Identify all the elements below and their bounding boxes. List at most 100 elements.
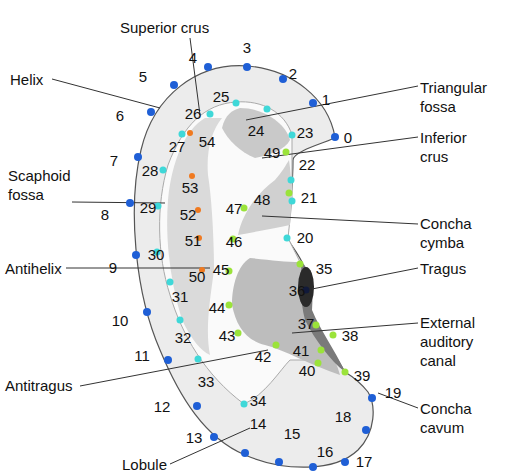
callout-number: 35 (316, 259, 333, 278)
scaphoid-points (187, 130, 205, 273)
callout-number: 3 (243, 38, 251, 57)
landmark-dot (132, 251, 140, 259)
part-name: External auditory canal (420, 313, 500, 370)
landmark-dot (243, 63, 251, 71)
landmark-dot (177, 317, 184, 324)
concha-cavum-shape (232, 258, 340, 375)
callout-number: 40 (299, 361, 316, 380)
leader-line (170, 428, 250, 464)
antihelix-body (160, 102, 320, 404)
landmark-dot (204, 63, 212, 71)
leader-lines (52, 38, 418, 464)
concha-points (226, 149, 349, 376)
callout-number: 49 (264, 143, 281, 162)
landmark-dot (309, 99, 317, 107)
landmark-dot (309, 463, 317, 471)
callout-number: 26 (185, 104, 202, 123)
landmark-dot (330, 332, 337, 339)
landmark-dot (286, 190, 293, 197)
callout-number: 21 (301, 188, 318, 207)
callout-number: 2 (289, 64, 297, 83)
callout-number: 20 (297, 228, 314, 247)
callout-number: 10 (112, 311, 129, 330)
callout-number: 1 (322, 90, 330, 109)
leader-line (262, 216, 418, 224)
landmark-dot (233, 100, 240, 107)
landmark-dot (275, 458, 283, 466)
part-name: Superior crus (120, 18, 209, 37)
callout-number: 45 (213, 260, 230, 279)
landmark-dot (187, 130, 193, 136)
part-name: Antitragus (5, 376, 73, 395)
landmark-dot (289, 132, 296, 139)
landmark-dot (241, 401, 248, 408)
landmark-dot (288, 177, 295, 184)
callout-number: 6 (116, 106, 124, 125)
helix-points (126, 63, 376, 471)
callout-number: 38 (342, 326, 359, 345)
callout-number: 43 (219, 326, 236, 345)
callout-number: 23 (297, 123, 314, 142)
callout-number: 5 (139, 67, 147, 86)
callout-number: 13 (186, 428, 203, 447)
callout-number: 50 (189, 267, 206, 286)
landmark-dot (167, 279, 174, 286)
landmark-dot (193, 402, 201, 410)
callout-number: 41 (293, 341, 310, 360)
callout-number: 48 (254, 190, 271, 209)
part-name: Triangular fossa (420, 78, 500, 116)
callout-number: 53 (182, 178, 199, 197)
landmark-dot (362, 426, 370, 434)
callout-number: 39 (354, 366, 371, 385)
part-name: Antihelix (5, 259, 62, 278)
landmark-dot (341, 458, 349, 466)
landmark-dot (134, 153, 142, 161)
callout-number: 22 (299, 155, 316, 174)
landmark-dot (289, 198, 296, 205)
callout-number: 4 (189, 48, 197, 67)
landmark-dot (297, 261, 304, 268)
landmark-dot (283, 149, 290, 156)
antihelix-points (154, 100, 296, 408)
callout-number: 8 (101, 205, 109, 224)
leader-line (262, 137, 418, 158)
landmark-dot (368, 394, 376, 402)
landmark-dot (226, 302, 233, 309)
part-name: Tragus (420, 259, 466, 278)
callout-number: 19 (385, 383, 402, 402)
callout-number: 15 (284, 424, 301, 443)
scaphoid-fossa-shape (167, 118, 222, 355)
callout-number: 37 (298, 314, 315, 333)
leader-line (246, 86, 418, 120)
callout-number: 12 (154, 397, 171, 416)
callout-number: 47 (226, 199, 243, 218)
callout-number: 14 (250, 414, 267, 433)
callout-number: 31 (172, 287, 189, 306)
landmark-dot (195, 356, 202, 363)
part-name: Lobule (122, 455, 167, 473)
part-name: Concha cymba (420, 214, 500, 252)
callout-number: 46 (226, 232, 243, 251)
callout-number: 25 (213, 87, 230, 106)
landmark-dot (342, 369, 349, 376)
callout-number: 17 (356, 452, 373, 471)
callout-number: 34 (250, 391, 267, 410)
landmark-dot (318, 347, 325, 354)
landmark-dot (315, 360, 322, 367)
concha-cymba-shape (238, 160, 291, 235)
callout-number: 54 (199, 132, 216, 151)
callout-number: 29 (140, 198, 157, 217)
callout-number: 7 (110, 151, 118, 170)
landmark-dot (331, 133, 339, 141)
landmark-dot (189, 173, 195, 179)
landmark-dot (273, 342, 280, 349)
callout-number: 18 (335, 407, 352, 426)
callout-number: 51 (185, 231, 202, 250)
landmark-dot (235, 330, 242, 337)
landmark-dot (147, 108, 155, 116)
landmark-dot (210, 433, 218, 441)
part-name: Inferior crus (420, 128, 490, 166)
callout-number: 30 (148, 245, 165, 264)
part-name: Helix (10, 70, 43, 89)
callout-number: 36 (289, 281, 306, 300)
